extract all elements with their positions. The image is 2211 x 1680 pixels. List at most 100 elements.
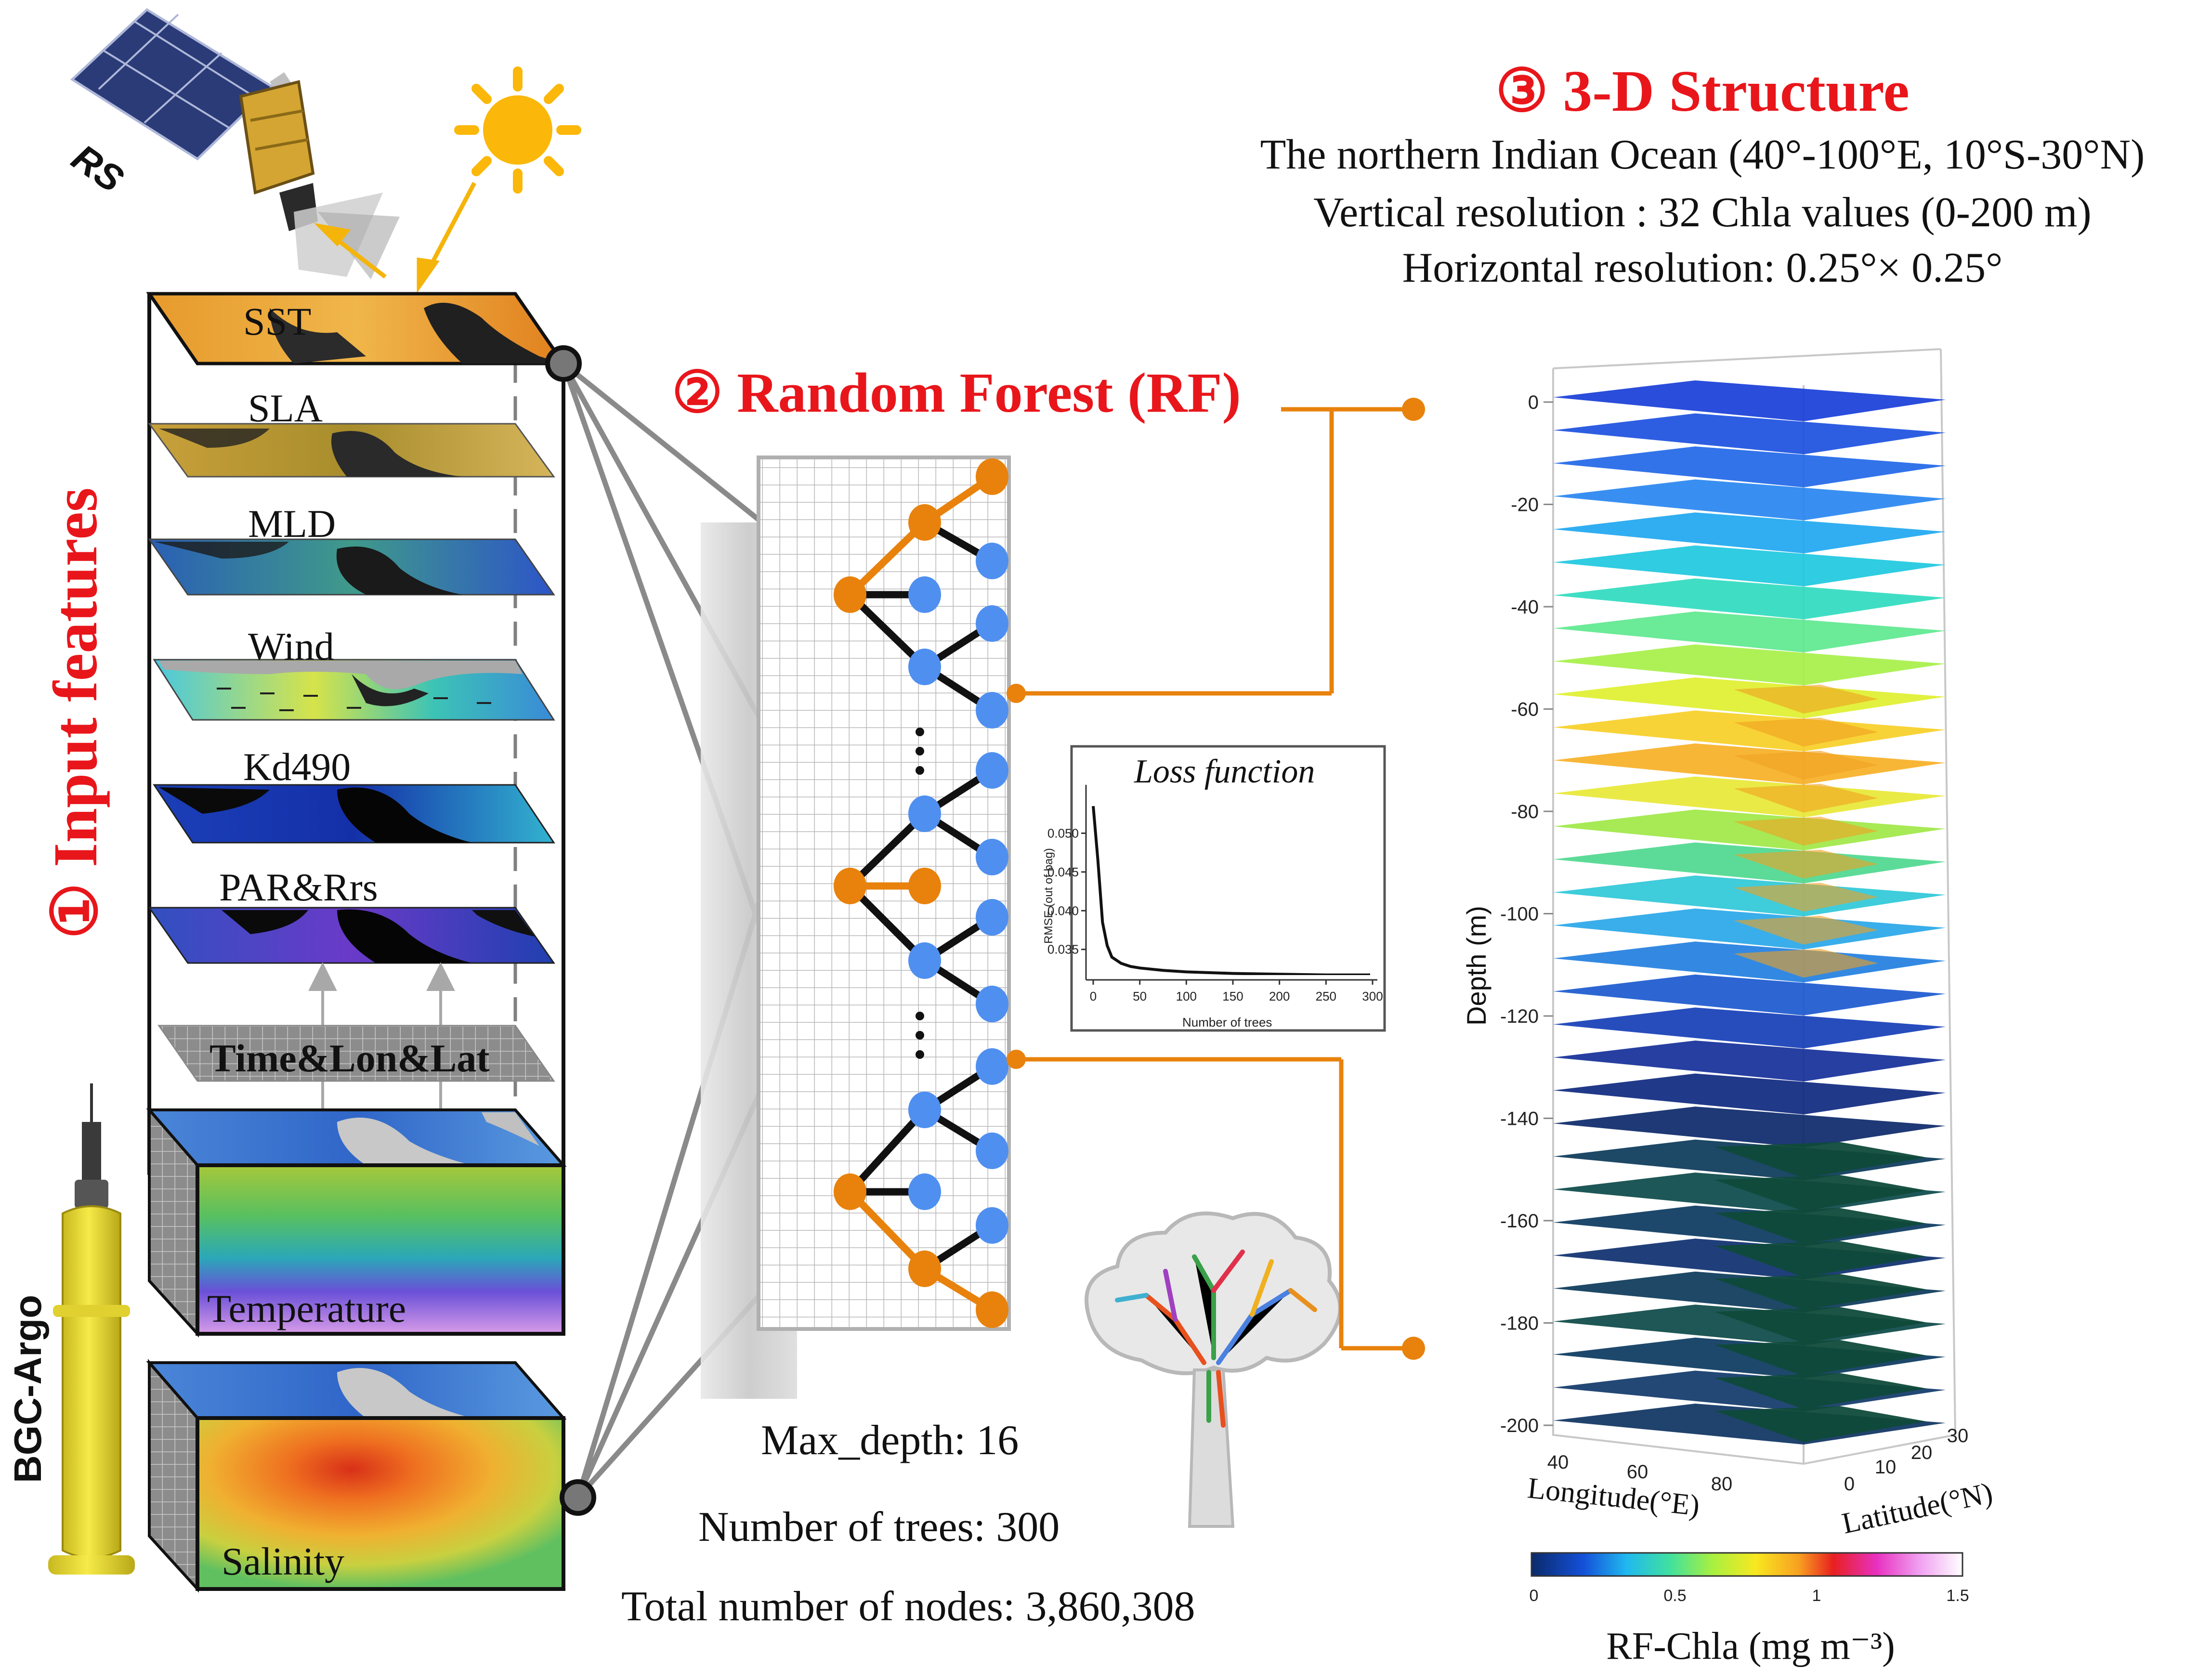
colorbar-label: RF-Chla (mg m⁻³) (1606, 1625, 1895, 1667)
depth-tick-label: -100 (1500, 904, 1539, 925)
satellite-icon (70, 8, 400, 279)
loss-x-tick-label: 250 (1316, 989, 1336, 1003)
structure-title: ③ 3-D Structure (1495, 59, 1909, 124)
loss-y-tick-label: 0.035 (1047, 942, 1079, 957)
rf-param-total-nodes: Total number of nodes: 3,860,308 (621, 1583, 1195, 1630)
depth-slice (1553, 611, 1946, 652)
depth-tick-label: -40 (1511, 597, 1539, 618)
depth-slice (1553, 875, 1946, 917)
loss-x-tick-label: 200 (1269, 989, 1290, 1003)
time-lon-lat-grid (157, 1025, 555, 1082)
depth-slice (1553, 842, 1946, 884)
depth-slice (1553, 974, 1946, 1016)
rf-ellipsis-dots (916, 728, 924, 1059)
depth-tick-label: -160 (1500, 1211, 1539, 1232)
mld-label: MLD (248, 502, 336, 546)
input-connector-top (545, 345, 582, 382)
input-features-title: ① Input features (41, 487, 110, 939)
depth-slice-highlight (1734, 883, 1878, 912)
kd490-label: Kd490 (243, 745, 351, 789)
rf-structure-connector-dots (1007, 398, 1425, 1360)
depth-slice-land (1714, 1340, 1926, 1376)
kd490-layer (153, 784, 555, 844)
depth-slice-land (1714, 1175, 1926, 1211)
sla-layer (148, 423, 555, 478)
loss-y-tick-label: 0.040 (1047, 903, 1079, 918)
rf-structure-connectors (1016, 407, 1413, 1351)
depth-slice (1553, 776, 1946, 818)
lon-tick-40: 40 (1547, 1452, 1569, 1473)
lat-tick-30: 30 (1947, 1425, 1969, 1446)
argo-label: BGC-Argo (6, 1295, 49, 1483)
depth-slice-highlight (1734, 849, 1878, 879)
structure-region-line: The northern Indian Ocean (40°-100°E, 10… (1260, 131, 2145, 178)
rf-param-number-of-trees: Number of trees: 300 (698, 1504, 1060, 1550)
loss-x-tick-label: 0 (1090, 989, 1097, 1003)
depth-slice-land (1714, 1274, 1926, 1310)
loss-x-tick-label: 150 (1222, 989, 1243, 1003)
loss-chart-frame (1070, 745, 1386, 1032)
lat-tick-0: 0 (1844, 1473, 1855, 1495)
depth-axis-label: Depth (m) (1461, 906, 1491, 1026)
lon-tick-80: 80 (1711, 1473, 1733, 1495)
depth-slice (1553, 809, 1946, 851)
lat-axis-ticks: 0 10 20 30 (1844, 1425, 1968, 1495)
input-stack-frame (147, 294, 565, 1175)
depth-tick-label: 0 (1528, 392, 1539, 413)
depth-slice (1553, 1007, 1946, 1049)
salinity-cube (146, 1358, 567, 1593)
depth-slice (1553, 446, 1946, 488)
sunlight-arrows (314, 182, 476, 294)
depth-slice (1553, 1107, 1946, 1148)
depth-slice-highlight (1734, 783, 1878, 813)
depth-slice-land (1714, 1142, 1926, 1178)
depth-slice-land (1714, 1208, 1926, 1244)
temperature-label: Temperature (207, 1287, 406, 1330)
lon-axis-ticks: 40 60 80 (1547, 1452, 1733, 1495)
structure-depth-slices (1553, 380, 1946, 1445)
depth-axis-ticks: 0-20-40-60-80-100-120-140-160-180-200 (1500, 392, 1553, 1436)
temperature-cube (146, 1106, 567, 1338)
lat-axis-label: Latitude(°N) (1839, 1476, 1996, 1540)
depth-slice-highlight (1734, 684, 1878, 714)
depth-slice-land (1714, 1373, 1926, 1409)
depth-tick-label: -140 (1500, 1108, 1539, 1130)
depth-tick-label: -180 (1500, 1313, 1539, 1334)
depth-tick-label: -20 (1511, 495, 1539, 516)
depth-slice-highlight (1734, 817, 1878, 846)
rf-tree-panel (757, 456, 1011, 1331)
colorbar-tick-0-5: 0.5 (1663, 1587, 1686, 1605)
depth-slice (1553, 1073, 1946, 1115)
lon-axis-label: Longitude(°E) (1526, 1472, 1701, 1522)
lat-tick-20: 20 (1911, 1442, 1933, 1463)
depth-slice (1553, 578, 1946, 620)
wind-layer (153, 659, 555, 721)
depth-slice (1553, 908, 1946, 950)
depth-slice-land (1714, 1241, 1926, 1277)
wind-label: Wind (248, 625, 334, 668)
depth-slice-land (1714, 1406, 1926, 1442)
depth-tick-label: -60 (1511, 699, 1539, 720)
structure-vertical-resolution: Vertical resolution : 32 Chla values (0-… (1313, 189, 2091, 236)
sla-label: SLA (248, 386, 323, 430)
loss-x-tick-label: 50 (1133, 989, 1147, 1003)
rf-tree-nodes (834, 458, 1008, 1328)
argo-float-icon (48, 1083, 135, 1575)
depth-slice (1553, 545, 1946, 586)
depth-slice (1553, 710, 1946, 752)
loss-x-tick-label: 100 (1176, 989, 1197, 1003)
depth-slice (1553, 677, 1946, 718)
lon-tick-60: 60 (1627, 1461, 1648, 1483)
loss-y-tick-label: 0.050 (1047, 826, 1079, 840)
sst-layer (146, 292, 567, 365)
mld-layer (148, 538, 555, 596)
chla-colorbar (1531, 1552, 1963, 1577)
time-lon-lat-label: Time&Lon&Lat (209, 1036, 490, 1080)
depth-slice (1553, 743, 1946, 785)
depth-slice-highlight (1734, 717, 1878, 747)
structure-horizontal-resolution: Horizontal resolution: 0.25°× 0.25° (1402, 245, 2003, 291)
depth-slice (1553, 413, 1946, 455)
loss-x-tick-label: 300 (1362, 989, 1383, 1003)
loss-y-tick-label: 0.045 (1047, 865, 1079, 879)
